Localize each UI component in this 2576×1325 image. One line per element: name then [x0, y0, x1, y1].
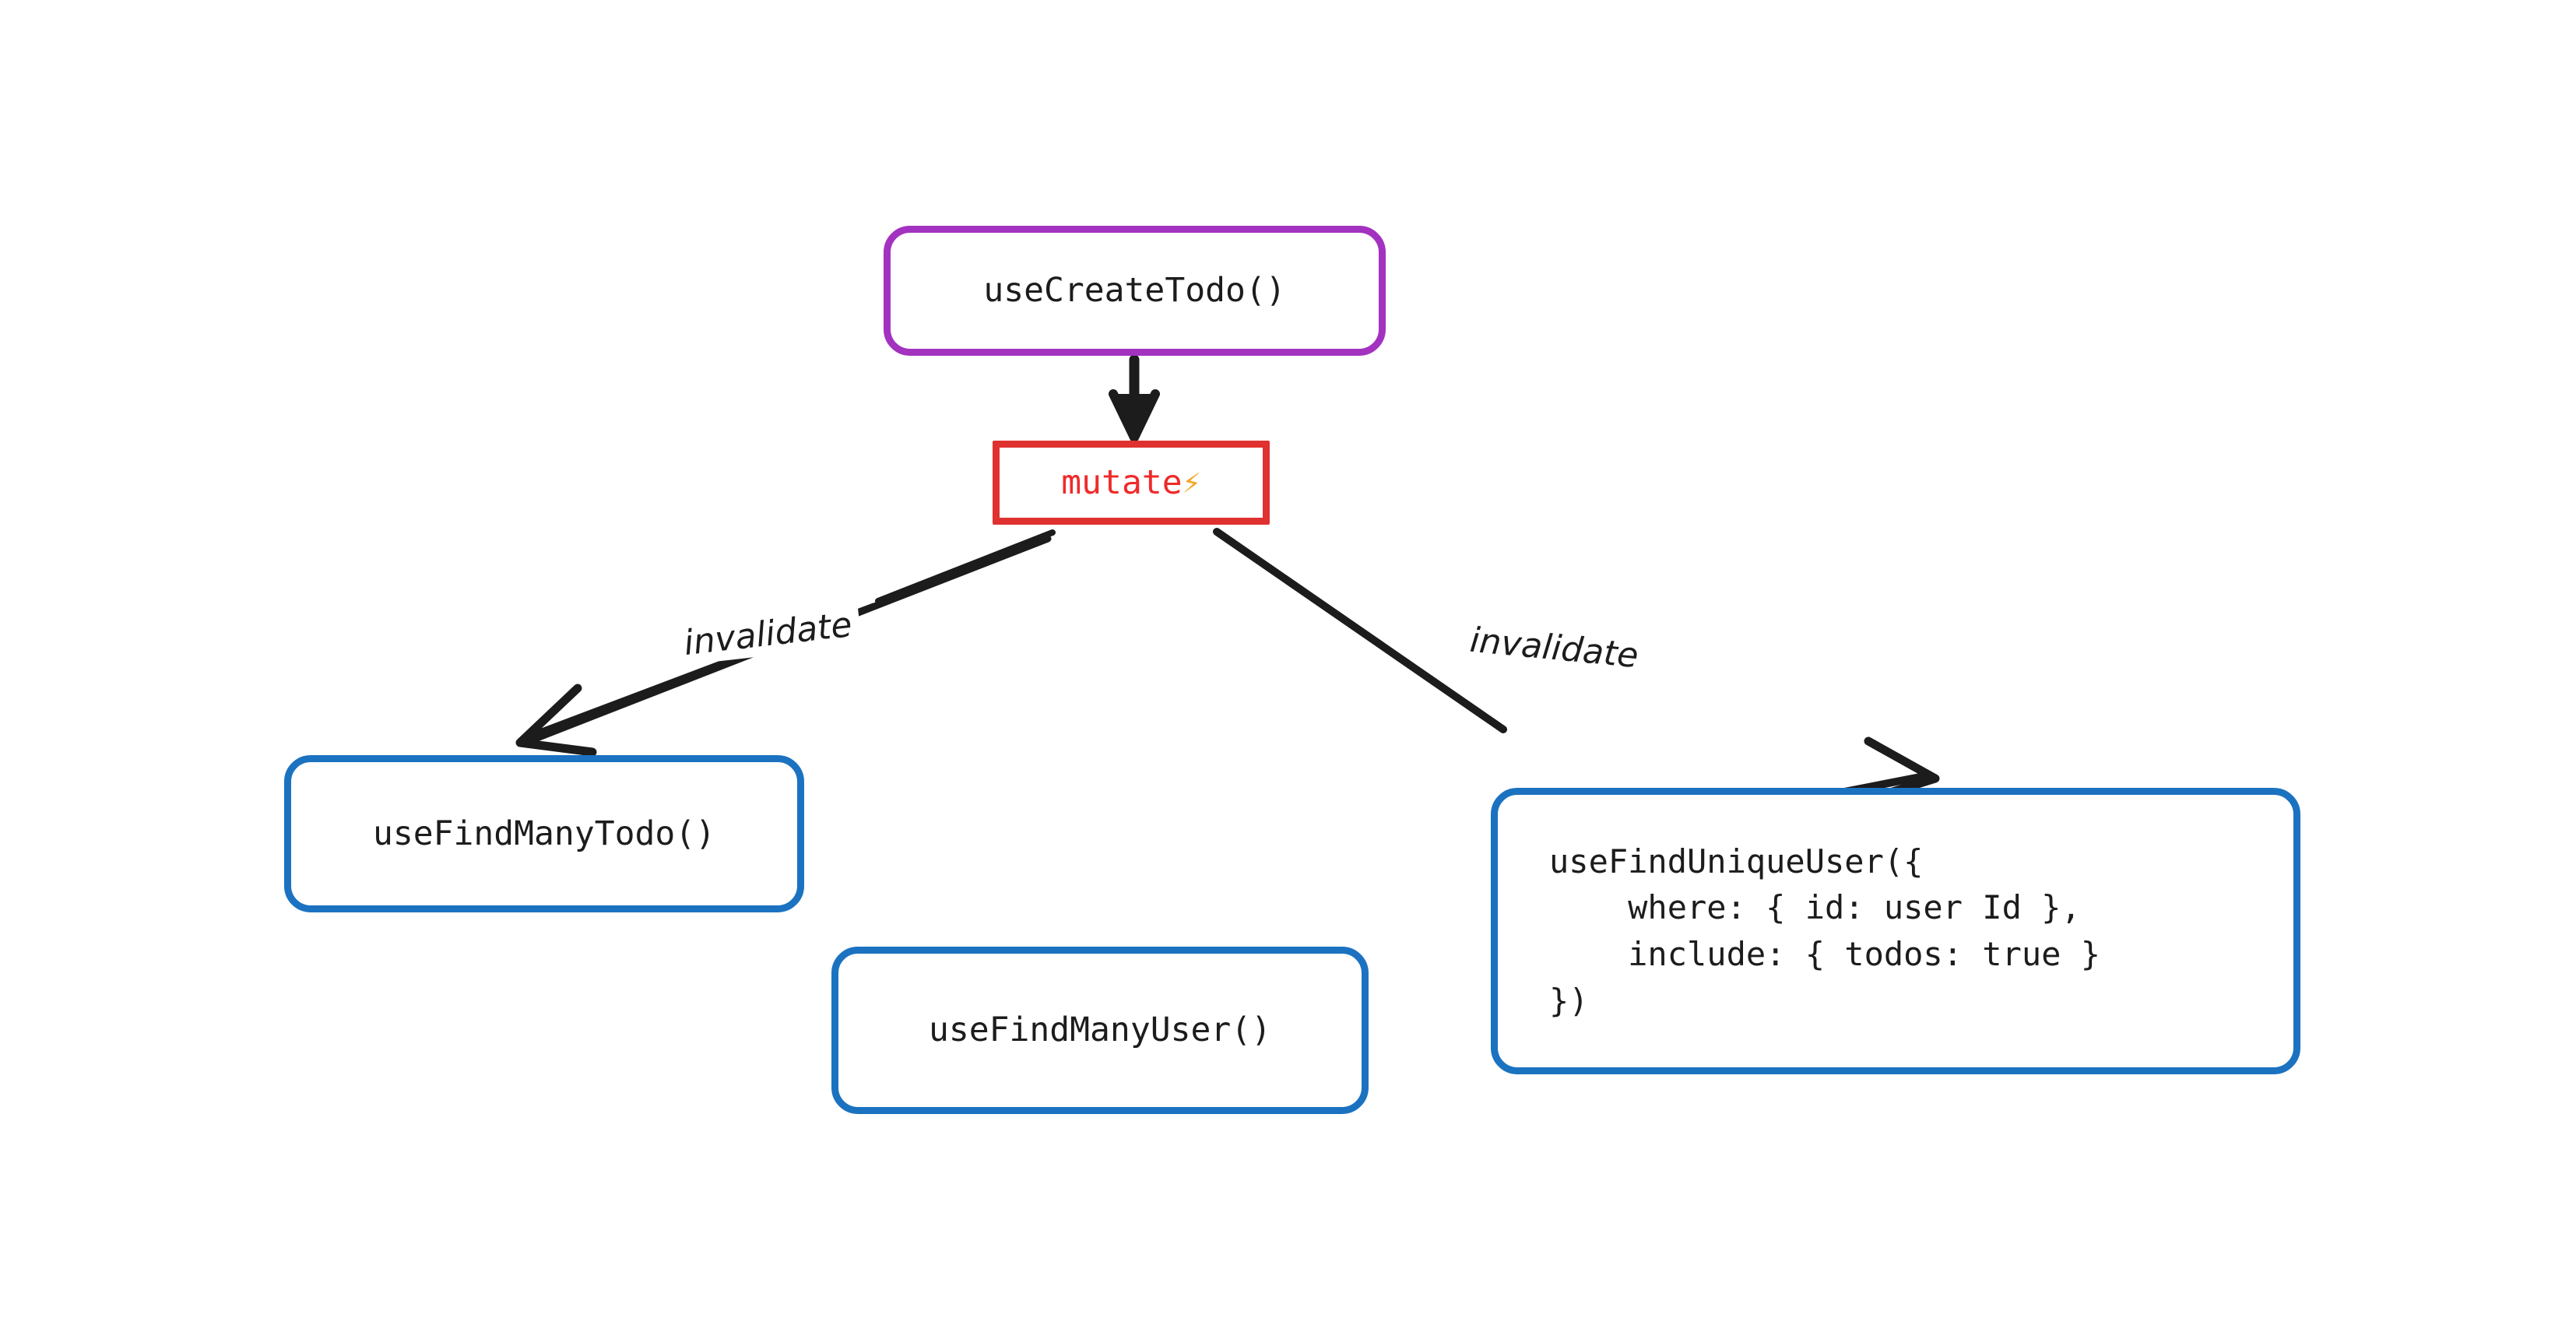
node-use-create-todo[interactable]: useCreateTodo()	[884, 226, 1386, 356]
node-use-find-unique-user-label: useFindUniqueUser({ where: { id: user Id…	[1549, 842, 2101, 1020]
node-use-find-unique-user[interactable]: useFindUniqueUser({ where: { id: user Id…	[1491, 788, 2300, 1074]
lightning-bolt-icon: ⚡	[1182, 465, 1201, 501]
node-use-find-many-user[interactable]: useFindManyUser()	[831, 947, 1369, 1114]
edge-label-invalidate-right: invalidate	[1460, 617, 1648, 679]
edge-create-todo-to-mutate	[1109, 354, 1160, 442]
edge-label-invalidate-left: invalidate	[673, 602, 863, 666]
node-use-find-many-user-label: useFindManyUser()	[928, 1010, 1272, 1050]
node-mutate[interactable]: mutate ⚡	[993, 441, 1270, 525]
node-use-find-many-todo-label: useFindManyTodo()	[372, 814, 716, 853]
node-use-find-many-todo[interactable]: useFindManyTodo()	[284, 755, 804, 912]
node-use-create-todo-label: useCreateTodo()	[983, 271, 1286, 311]
node-mutate-label: mutate	[1061, 462, 1183, 502]
